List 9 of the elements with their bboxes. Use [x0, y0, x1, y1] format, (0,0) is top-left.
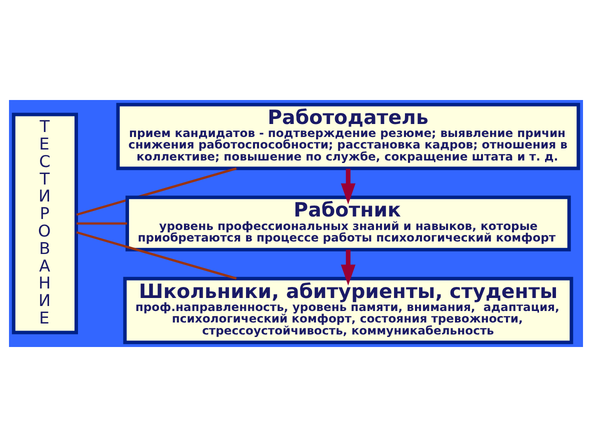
arrow	[340, 168, 356, 204]
connector	[76, 166, 237, 216]
arrow	[340, 249, 356, 286]
node-box: ТЕСТИРОВАНИЕ	[12, 112, 78, 334]
connector	[76, 222, 128, 224]
node-box: Школьники, абитуриенты, студенты проф.направленность, уровень памяти, внимания, адаптация, психологический комфорт, состояния тревожности, стрессоустойчивость, коммуникабельность	[123, 276, 574, 344]
node-box: Работник уровень профессиональных знаний и навыков, которые приобретаются в процессе работы психологический комфорт	[126, 195, 571, 251]
node-box: Работодатель прием кандидатов - подтверждение резюме; выявление причин снижения работоспособности; расстановка кадров; отношения в коллективе; повышение по службе, сокращение штата и т. д.	[116, 102, 580, 170]
connector	[76, 230, 237, 280]
